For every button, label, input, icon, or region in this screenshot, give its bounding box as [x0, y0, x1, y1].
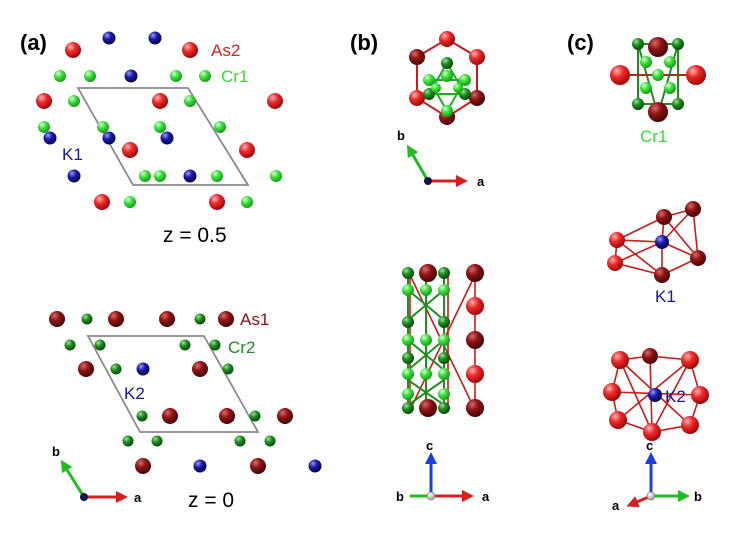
- unit-cell-outline: [76, 87, 250, 186]
- b-axis-arrow: [406, 144, 430, 182]
- axis-label-b: b: [397, 128, 405, 143]
- panel-b-side-view: a c b: [396, 264, 490, 504]
- panel-a-top-layer: As2 Cr1 K1 z = 0.5: [36, 31, 283, 247]
- axis-label-c: c: [426, 438, 433, 453]
- k1-polyhedron-label: K1: [655, 287, 676, 306]
- cr1-atoms: [38, 70, 282, 208]
- panel-c-k2-polyhedron: K2: [603, 348, 709, 441]
- axis-label-a: a: [477, 174, 485, 189]
- axis-label-a: a: [482, 489, 490, 504]
- axis-triad-c: c b a: [612, 438, 702, 513]
- panel-b-top-view: a b: [397, 31, 485, 189]
- k1-atoms: [43, 31, 197, 183]
- axis-origin: [426, 491, 436, 501]
- axis-label-b: b: [52, 444, 60, 459]
- as1-atoms: [49, 311, 293, 474]
- axis-triad-a: a b: [52, 444, 142, 505]
- axis-label-c: c: [646, 438, 653, 453]
- k2-atoms: [136, 362, 322, 473]
- k2-polyhedron-label: K2: [665, 387, 686, 406]
- panel-a-bottom-layer: As1 Cr2 K2 z = 0: [49, 310, 322, 512]
- b-axis-arrow: [60, 459, 86, 498]
- z-label-top: z = 0.5: [163, 224, 227, 247]
- k1-label: K1: [62, 145, 83, 164]
- panel-label-b: (b): [350, 30, 378, 55]
- cr2-atoms: [64, 313, 276, 447]
- axis-label-a: a: [612, 498, 620, 513]
- as1-label: As1: [240, 310, 269, 329]
- unit-cell-outline: [86, 335, 260, 433]
- z-label-bottom: z = 0: [188, 489, 234, 512]
- panel-label-c: (c): [567, 30, 594, 55]
- axis-origin: [424, 177, 432, 185]
- cr1-label: Cr1: [221, 67, 248, 86]
- axis-label-b: b: [396, 489, 404, 504]
- panel-c-cr1-cluster: Cr1: [610, 37, 706, 146]
- k2-label: K2: [124, 384, 145, 403]
- panel-label-a: (a): [20, 30, 47, 55]
- as2-atoms: [36, 42, 283, 210]
- axis-origin: [646, 491, 656, 501]
- axis-label-a: a: [134, 490, 142, 505]
- cr1-cluster-label: Cr1: [640, 127, 667, 146]
- cr2-label: Cr2: [228, 338, 255, 357]
- as2-label: As2: [211, 41, 240, 60]
- axis-label-b: b: [694, 489, 702, 504]
- panel-c-k1-polyhedron: K1: [607, 201, 706, 306]
- axis-origin: [80, 493, 88, 501]
